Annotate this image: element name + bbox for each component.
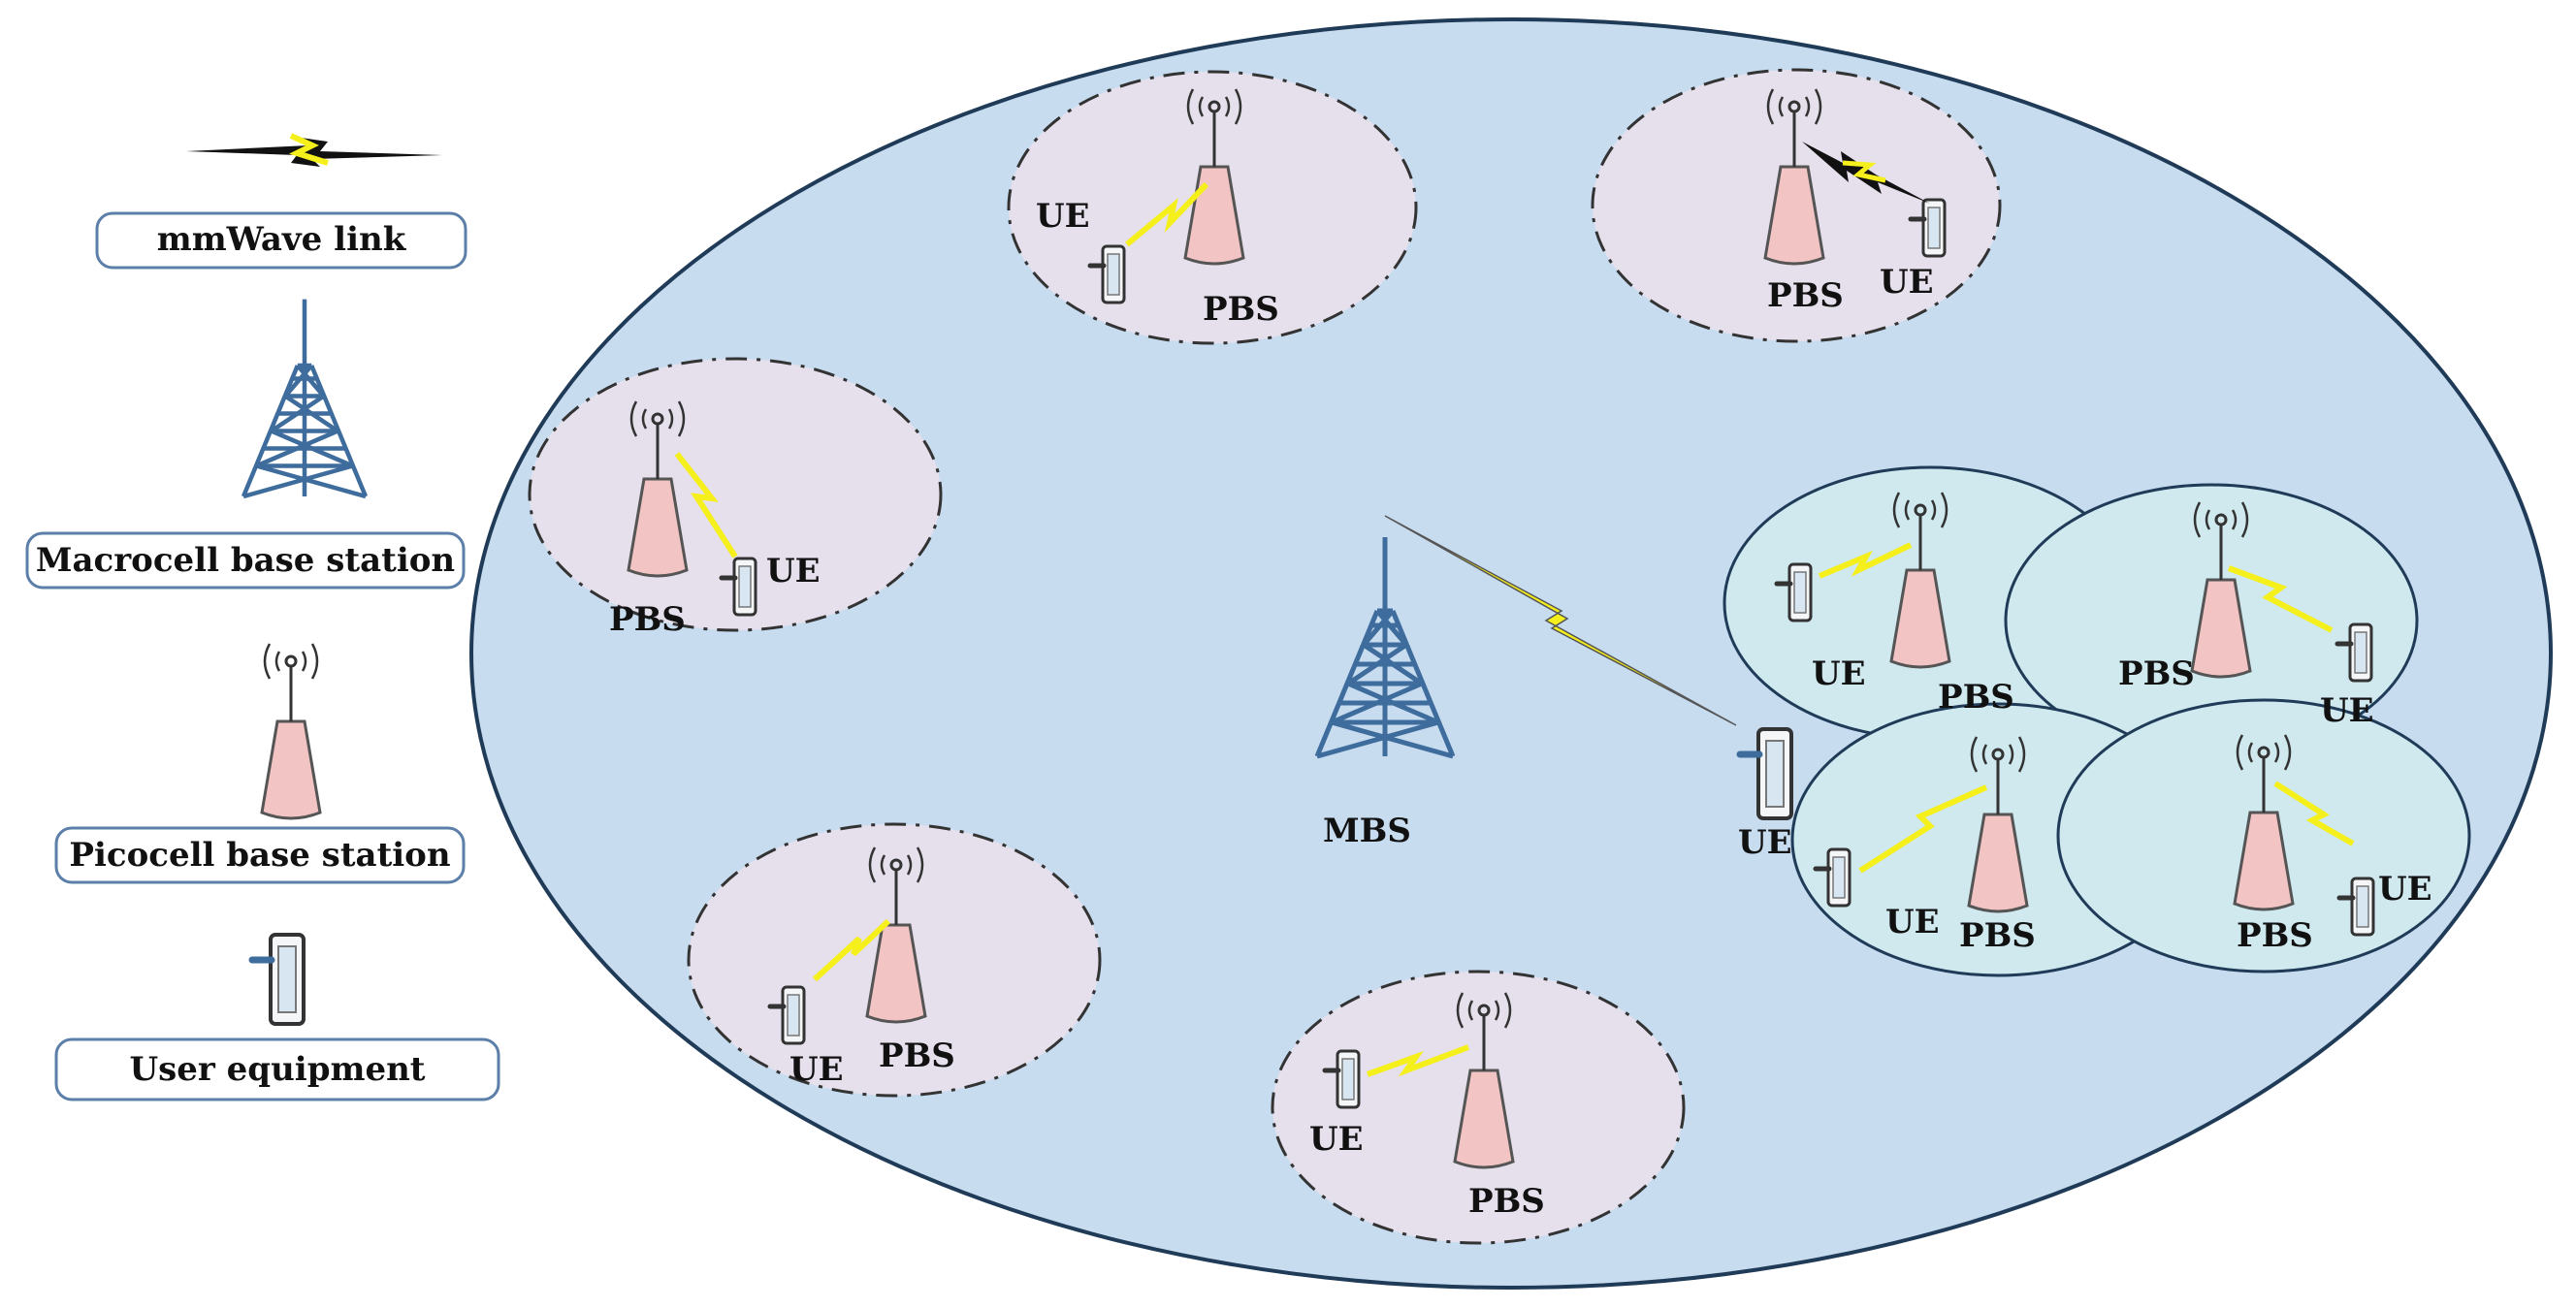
legend-label-macro: Macrocell base station — [36, 541, 455, 580]
ue-label: UE — [1309, 1120, 1364, 1159]
ue-label: UE — [1885, 903, 1940, 941]
lightning-link-icon — [1125, 181, 1209, 247]
mobile-device-icon — [252, 935, 304, 1024]
lightning-link-icon — [674, 452, 738, 558]
pico-cell-top-right: PBS UE — [1591, 68, 2002, 343]
pbs-label: PBS — [1959, 916, 2036, 955]
picocell-antenna-icon — [260, 642, 322, 820]
macro-base-station: MBS — [1317, 537, 1453, 850]
legend-box-ue — [54, 1037, 500, 1101]
legend-box-pico — [54, 826, 466, 884]
legend-label-mmwave: mmWave link — [157, 220, 407, 259]
legend-box-macro — [25, 531, 466, 590]
small-cell-cluster: UE PBS PBS UE UE PBS PBS UE — [1723, 465, 2471, 977]
pbs-label: PBS — [2118, 654, 2195, 693]
lightning-link-icon — [1384, 515, 1737, 726]
ue-label: UE — [789, 1050, 844, 1089]
ue-label: UE — [1880, 263, 1934, 302]
legend-label-ue: User equipment — [129, 1050, 425, 1089]
pbs-label: PBS — [609, 600, 686, 639]
legend-box-mmwave — [95, 211, 467, 270]
pico-cell-left: UE PBS — [528, 357, 943, 639]
pico-cell-bottom-left: UE PBS — [687, 822, 1102, 1098]
lightning-link-icon — [1802, 142, 1930, 204]
legend-label-pico: Picocell base station — [69, 836, 450, 875]
pico-cell-top-left: UE PBS — [1007, 70, 1418, 345]
pbs-label: PBS — [1938, 678, 2014, 717]
lattice-tower-icon — [243, 300, 366, 496]
pbs-label: PBS — [2237, 916, 2313, 955]
ue-label: UE — [1036, 197, 1090, 236]
legend: mmWave link Macrocell base station Picoc… — [25, 133, 500, 1101]
pico-cell-bottom-center: UE PBS — [1271, 970, 1686, 1245]
ue-label: UE — [1738, 823, 1792, 862]
ue-label: UE — [1812, 654, 1866, 693]
mbs-label: MBS — [1323, 812, 1411, 850]
ue-label: UE — [2320, 691, 2374, 730]
ue-device: UE — [1738, 729, 1792, 862]
pbs-label: PBS — [1468, 1182, 1545, 1221]
pbs-label: PBS — [1203, 290, 1279, 329]
ue-label: UE — [2378, 870, 2432, 909]
lightning-link-icon — [1366, 1044, 1470, 1077]
lightning-link-icon — [812, 918, 891, 982]
pbs-label: PBS — [1767, 276, 1844, 315]
pbs-label: PBS — [879, 1037, 955, 1075]
ue-label: UE — [766, 552, 821, 590]
lightning-link-icon — [186, 133, 442, 167]
